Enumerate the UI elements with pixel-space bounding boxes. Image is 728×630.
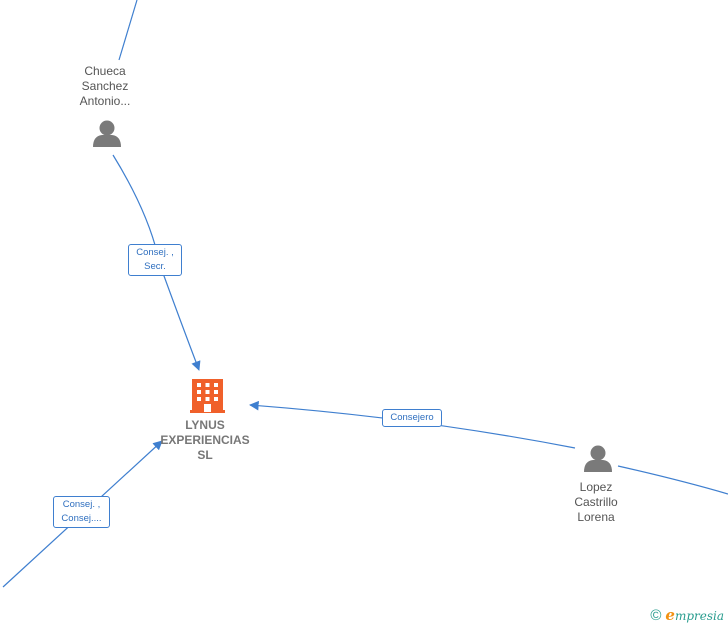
node-label-lopez[interactable]: Lopez Castrillo Lorena [546,480,646,525]
edge-label-line: Secr. [144,261,166,272]
edge-label-line: Consejero [390,412,434,423]
person-icon[interactable] [93,120,121,148]
edge-label-left-lynus[interactable]: Consej. , Consej.... [53,496,110,528]
edge-label-chueca-lynus[interactable]: Consej. , Secr. [128,244,182,276]
copyright-icon: © [650,606,662,624]
node-label-line: EXPERIENCIAS [160,433,250,447]
edge-top-offscreen-to-chueca [118,0,138,61]
node-label-chueca[interactable]: Chueca Sanchez Antonio... [55,64,155,109]
node-label-line: Antonio... [79,94,131,108]
building-icon[interactable] [190,379,225,413]
node-label-line: Castrillo [574,495,618,509]
node-label-line: Lorena [577,510,615,524]
edge-label-line: Consej. , [136,247,174,258]
edge-label-line: Consej.... [61,513,102,524]
edge-label-line: Consej. , [62,499,101,510]
node-label-lynus[interactable]: LYNUS EXPERIENCIAS SL [145,418,265,463]
node-label-line: LYNUS [185,418,225,432]
person-icon[interactable] [584,445,612,473]
node-label-line: Sanchez [81,79,129,93]
node-label-line: SL [197,448,213,462]
edge-right-offscreen-to-lopez [617,465,728,495]
edge-label-lopez-lynus[interactable]: Consejero [382,409,442,427]
node-label-line: Lopez [579,480,613,494]
node-label-line: Chueca [84,64,126,78]
footer-brand[interactable]: © empresia [650,606,724,624]
brand-logo: empresia [665,606,724,624]
